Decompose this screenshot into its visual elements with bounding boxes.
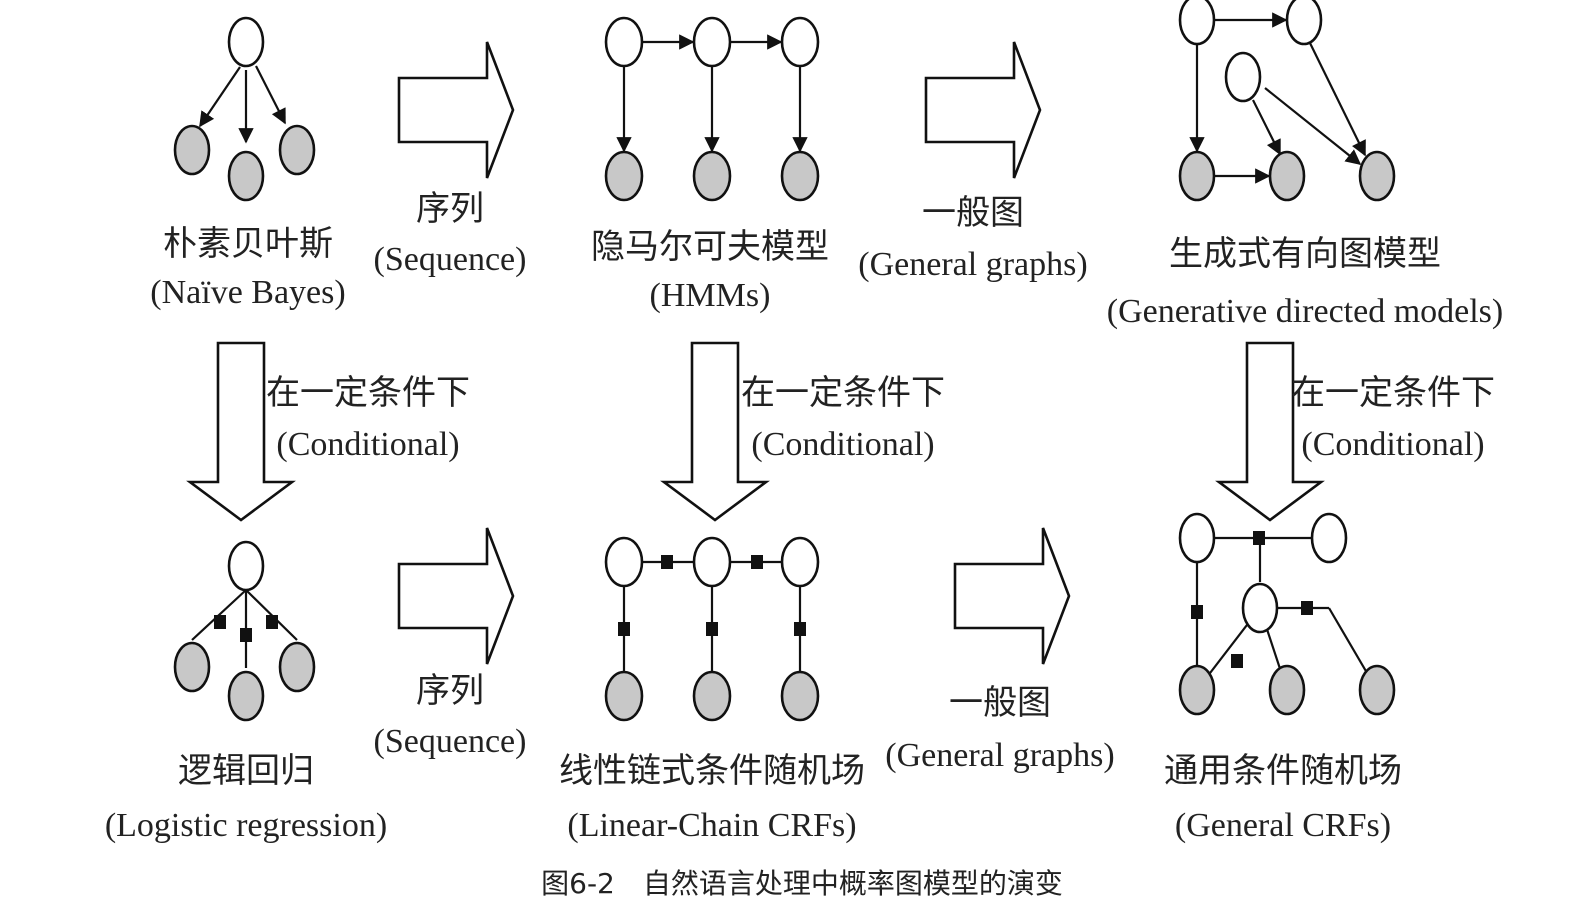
hidden-node	[1310, 512, 1348, 564]
factor-node	[266, 615, 278, 629]
logistic-cn-label: 逻辑回归	[178, 751, 314, 791]
hidden-node	[604, 536, 644, 588]
observed-node	[780, 150, 820, 202]
naive-bayes-graph	[173, 16, 316, 202]
general-crf-en-label: (General CRFs)	[1175, 807, 1391, 844]
hidden-node	[1241, 582, 1279, 634]
figure-caption: 图6-2 自然语言处理中概率图模型的演变	[541, 867, 1063, 900]
hidden-node	[1178, 512, 1216, 564]
factor-node	[1231, 654, 1243, 668]
hidden-node	[227, 540, 265, 592]
observed-node	[1358, 664, 1396, 716]
sequence-cn-label: 序列	[416, 189, 484, 229]
conditional-en-label: (Conditional)	[276, 426, 459, 463]
linear-chain-crf-graph	[604, 536, 820, 722]
observed-node	[278, 124, 316, 176]
generative-cn-label: 生成式有向图模型	[1169, 234, 1441, 274]
factor-node	[1191, 605, 1203, 619]
hidden-node	[1285, 0, 1323, 46]
general-en-label: (General graphs)	[858, 246, 1087, 283]
hidden-node	[692, 536, 732, 588]
factor-node	[706, 622, 718, 636]
observed-node	[173, 124, 211, 176]
hidden-node	[692, 16, 732, 68]
hmm-cn-label: 隐马尔可夫模型	[591, 227, 829, 267]
down-arrow-icon	[186, 341, 296, 522]
conditional-cn-label: 在一定条件下	[266, 373, 470, 413]
observed-node	[1178, 664, 1216, 716]
conditional-en-label: (Conditional)	[751, 426, 934, 463]
observed-node	[227, 150, 265, 202]
factor-node	[1301, 601, 1313, 615]
observed-node	[1268, 150, 1306, 202]
conditional-en-label: (Conditional)	[1301, 426, 1484, 463]
conditional-cn-label: 在一定条件下	[1291, 373, 1495, 413]
observed-node	[604, 150, 644, 202]
logistic-en-label: (Logistic regression)	[105, 807, 387, 844]
observed-node	[692, 150, 732, 202]
sequence-cn-label: 序列	[416, 671, 484, 711]
linear-crf-en-label: (Linear-Chain CRFs)	[567, 807, 856, 844]
factor-node	[240, 628, 252, 642]
observed-node	[1268, 664, 1306, 716]
hmm-graph	[604, 16, 820, 202]
down-arrow-icon	[1215, 341, 1325, 522]
observed-node	[1178, 150, 1216, 202]
right-arrow-icon	[953, 527, 1071, 665]
factor-node	[794, 622, 806, 636]
naive-bayes-en-label: (Naïve Bayes)	[150, 274, 345, 311]
right-arrow-icon	[397, 41, 515, 179]
sequence-en-label: (Sequence)	[374, 241, 527, 278]
observed-node	[1358, 150, 1396, 202]
generative-directed-graph	[1178, 0, 1396, 202]
observed-node	[780, 670, 820, 722]
right-arrow-icon	[924, 41, 1042, 179]
observed-node	[227, 670, 265, 722]
hidden-node	[1178, 0, 1216, 46]
factor-node	[618, 622, 630, 636]
factor-node	[214, 615, 226, 629]
observed-node	[604, 670, 644, 722]
conditional-cn-label: 在一定条件下	[741, 373, 945, 413]
hidden-node	[780, 16, 820, 68]
generative-en-label: (Generative directed models)	[1107, 293, 1503, 330]
hidden-node	[1224, 51, 1262, 103]
general-crf-cn-label: 通用条件随机场	[1164, 751, 1402, 791]
right-arrow-icon	[397, 527, 515, 665]
logistic-regression-graph	[173, 540, 316, 722]
linear-crf-cn-label: 线性链式条件随机场	[559, 751, 865, 791]
hidden-node	[604, 16, 644, 68]
observed-node	[173, 641, 211, 693]
observed-node	[692, 670, 732, 722]
hidden-node	[227, 16, 265, 68]
hidden-node	[780, 536, 820, 588]
general-cn-label: 一般图	[949, 683, 1051, 723]
general-cn-label: 一般图	[922, 193, 1024, 233]
sequence-en-label: (Sequence)	[374, 723, 527, 760]
observed-node	[278, 641, 316, 693]
naive-bayes-cn-label: 朴素贝叶斯	[163, 224, 333, 264]
hmm-en-label: (HMMs)	[650, 277, 771, 314]
factor-node	[661, 555, 673, 569]
down-arrow-icon	[660, 341, 770, 522]
general-crf-graph	[1178, 512, 1396, 716]
general-en-label: (General graphs)	[885, 737, 1114, 774]
factor-node	[751, 555, 763, 569]
factor-node	[1253, 531, 1265, 545]
